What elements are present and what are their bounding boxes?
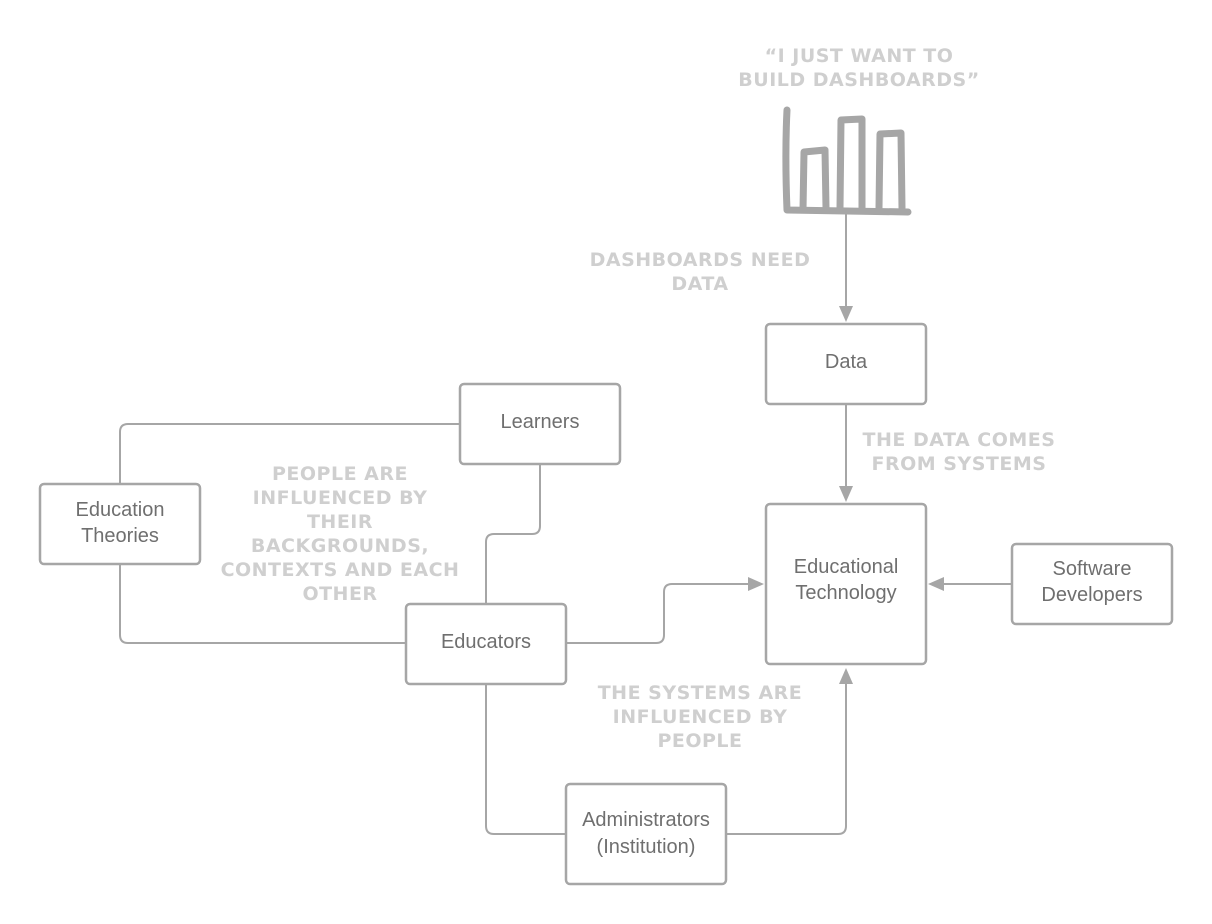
note-dashboards-need-data-line1: DASHBOARDS NEED bbox=[590, 249, 811, 271]
connector-data-to-edtech bbox=[839, 404, 853, 502]
note-systems-influenced-line3: PEOPLE bbox=[657, 730, 742, 752]
connector-educators-to-learners bbox=[485, 465, 541, 604]
node-software-developers-label-line2: Developers bbox=[1041, 584, 1142, 606]
note-systems-influenced-line1: THE SYSTEMS ARE bbox=[598, 682, 803, 704]
note-people-influenced-line3: THEIR bbox=[307, 511, 373, 533]
connector-developers-to-edtech bbox=[928, 577, 1012, 591]
note-people-influenced-line1: PEOPLE ARE bbox=[272, 463, 408, 485]
note-systems-influenced-line2: INFLUENCED BY bbox=[613, 706, 788, 728]
node-educational-technology-label-line1: Educational bbox=[794, 556, 899, 578]
connector-theories-to-learners bbox=[119, 423, 460, 484]
node-education-theories-label-line2: Theories bbox=[81, 525, 159, 547]
node-software-developers: Software Developers bbox=[1010, 542, 1174, 626]
node-education-theories-label-line1: Education bbox=[76, 499, 165, 521]
connector-dashboard-to-data bbox=[839, 214, 853, 322]
bar-chart-icon bbox=[782, 106, 912, 216]
node-learners: Learners bbox=[458, 382, 622, 466]
note-people-influenced-line6: OTHER bbox=[302, 583, 377, 605]
note-quote-line2: BUILD DASHBOARDS” bbox=[738, 69, 979, 91]
node-educators-label: Educators bbox=[441, 631, 531, 653]
node-data-label: Data bbox=[825, 351, 868, 373]
connector-administrators-to-edtech bbox=[726, 668, 853, 835]
note-people-influenced: PEOPLE ARE INFLUENCED BY THEIR BACKGROUN… bbox=[221, 463, 460, 605]
note-data-from-systems-line1: THE DATA COMES bbox=[863, 429, 1056, 451]
node-education-theories: Education Theories bbox=[38, 482, 202, 566]
node-learners-label: Learners bbox=[501, 411, 580, 433]
note-dashboards-need-data: DASHBOARDS NEED DATA bbox=[590, 249, 811, 295]
note-quote: “I JUST WANT TO BUILD DASHBOARDS” bbox=[738, 45, 979, 91]
node-educators: Educators bbox=[404, 602, 568, 686]
note-people-influenced-line4: BACKGROUNDS, bbox=[251, 535, 429, 557]
note-data-from-systems: THE DATA COMES FROM SYSTEMS bbox=[863, 429, 1056, 475]
node-administrators: Administrators (Institution) bbox=[564, 782, 728, 886]
node-data: Data bbox=[764, 322, 928, 406]
note-systems-influenced: THE SYSTEMS ARE INFLUENCED BY PEOPLE bbox=[598, 682, 803, 752]
connector-theories-to-educators bbox=[119, 564, 405, 644]
node-educational-technology: Educational Technology bbox=[764, 502, 928, 666]
node-administrators-label-line1: Administrators bbox=[582, 809, 710, 831]
note-quote-line1: “I JUST WANT TO bbox=[765, 45, 954, 67]
note-data-from-systems-line2: FROM SYSTEMS bbox=[872, 453, 1047, 475]
note-people-influenced-line5: CONTEXTS AND EACH bbox=[221, 559, 460, 581]
node-administrators-label-line2: (Institution) bbox=[597, 836, 696, 858]
node-software-developers-label-line1: Software bbox=[1053, 558, 1132, 580]
note-dashboards-need-data-line2: DATA bbox=[671, 273, 728, 295]
node-educational-technology-label-line2: Technology bbox=[795, 582, 896, 604]
note-people-influenced-line2: INFLUENCED BY bbox=[253, 487, 428, 509]
connector-educators-to-administrators bbox=[485, 685, 566, 835]
connector-educators-to-edtech bbox=[567, 577, 764, 644]
